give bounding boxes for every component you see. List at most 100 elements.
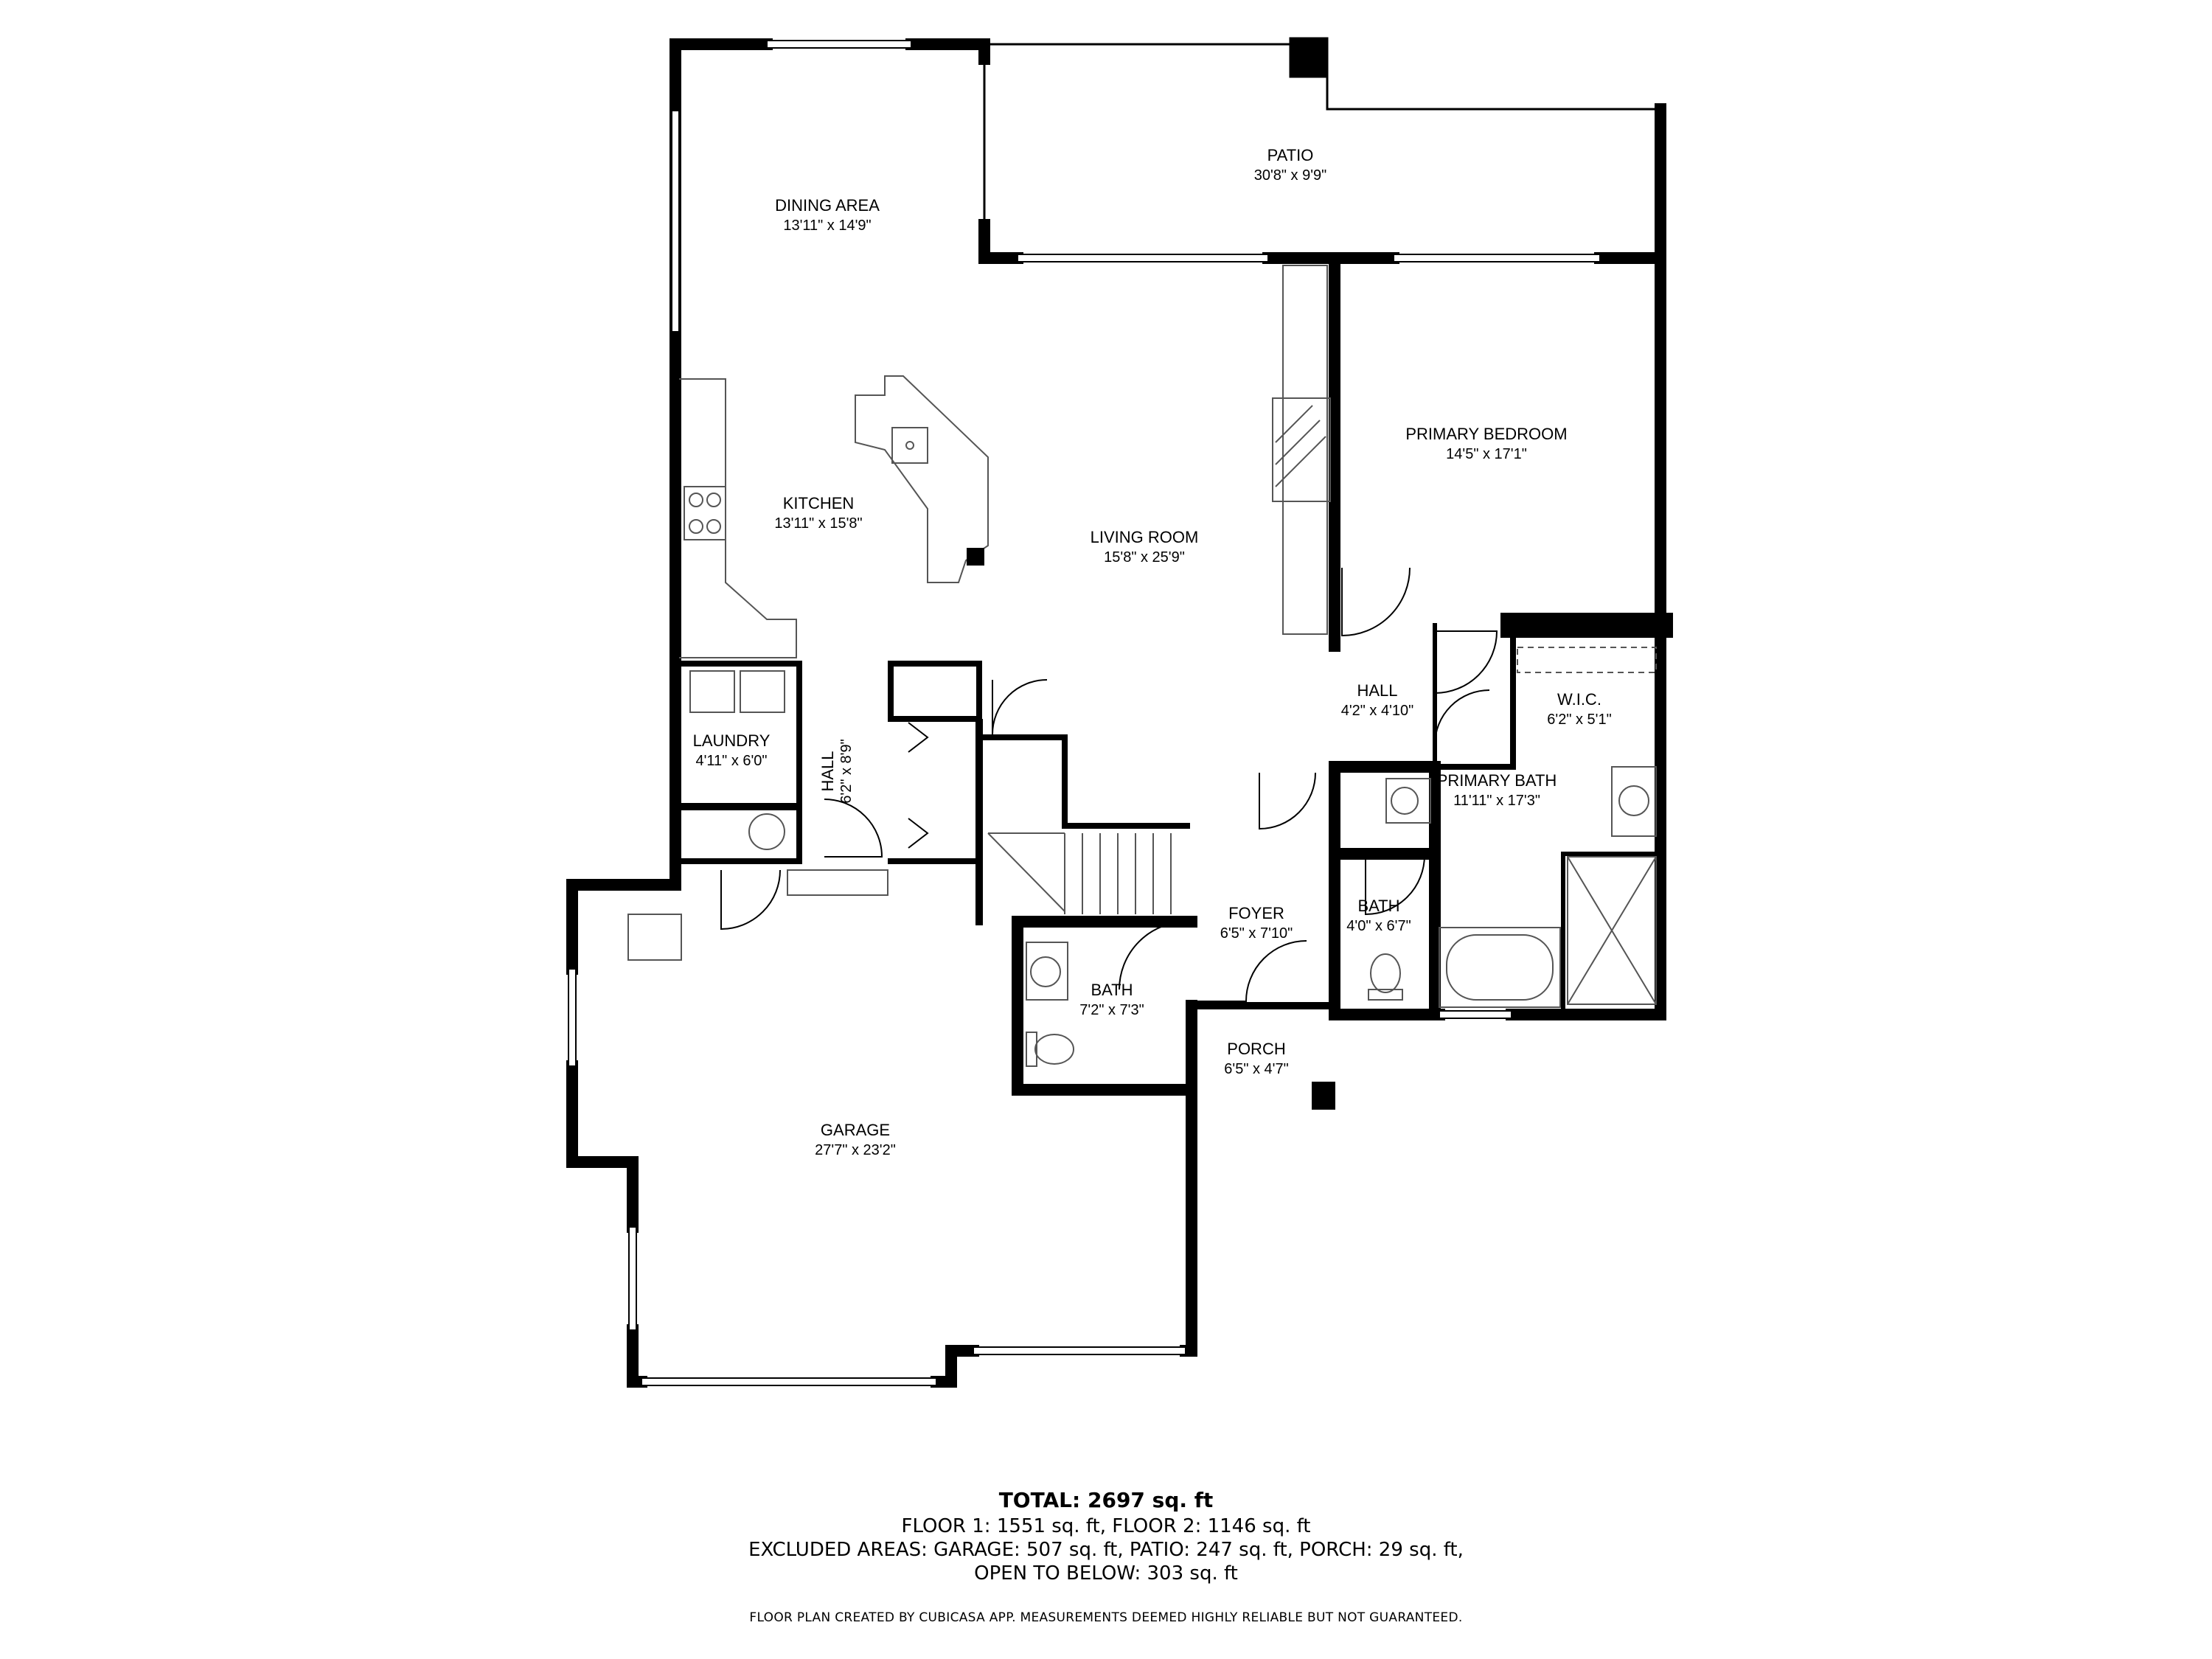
room-dim-garage: 27'7" x 23'2" [815,1142,896,1158]
window [1393,254,1601,262]
room-name-porch: PORCH [1227,1040,1285,1058]
room-dim-porch: 6'5" x 4'7" [1224,1061,1288,1077]
room-dim-bath-mid: 7'2" x 7'3" [1079,1002,1144,1018]
disclaimer: FLOOR PLAN CREATED BY CUBICASA APP. MEAS… [749,1610,1463,1625]
window [766,40,912,49]
room-name-kitchen: KITCHEN [783,494,855,512]
washer [689,670,735,713]
hatch [1275,405,1313,443]
vanity [1026,942,1068,1001]
room-dim-primary-bath: 11'11" x 17'3" [1453,793,1540,809]
room-dim-dining: 13'11" x 14'9" [783,218,871,234]
room-name-hall-lower: HALL [818,751,837,791]
room-dim-hall-lower: 6'2" x 8'9" [838,739,855,803]
sink [1391,787,1419,815]
door-swing[interactable] [1119,921,1188,990]
island-post [967,548,984,566]
room-dim-wic: 6'2" x 5'1" [1547,712,1611,728]
open-to-below: OPEN TO BELOW: 303 sq. ft [974,1562,1238,1585]
room-dim-primary-bedroom: 14'5" x 17'1" [1446,446,1527,462]
stairs [987,832,1172,914]
excluded-areas: EXCLUDED AREAS: GARAGE: 507 sq. ft, PATI… [748,1539,1464,1561]
window [1017,254,1269,262]
window [628,1226,637,1331]
burner [689,519,703,534]
door-swing[interactable] [824,799,883,858]
floor-areas: FLOOR 1: 1551 sq. ft, FLOOR 2: 1146 sq. … [901,1515,1311,1537]
windows [568,40,1601,1386]
room-name-bath-mid: BATH [1091,981,1133,999]
kitchen-counter [679,378,797,658]
sink [1030,956,1061,987]
hatch [1275,420,1321,465]
tub-basin [1446,934,1554,1001]
room-name-living: LIVING ROOM [1091,528,1199,546]
wic-shelf [1517,647,1657,673]
room-labels: PATIO 30'8" x 9'9" DINING AREA 13'11" x … [693,146,1612,1158]
door-swing[interactable] [1259,772,1316,830]
door-swing[interactable] [1341,567,1411,637]
patio-outline [983,37,1660,225]
burner [706,493,721,507]
room-dim-foyer: 6'5" x 7'10" [1220,925,1293,942]
column [1312,1082,1335,1110]
fireplace [1272,397,1331,502]
door-swing[interactable] [992,679,1048,735]
window [973,1346,1186,1355]
door-swing[interactable] [1434,689,1490,745]
room-name-primary-bedroom: PRIMARY BEDROOM [1405,425,1567,443]
door-bifold[interactable] [908,818,929,849]
door-swing[interactable] [1186,940,1307,1002]
room-name-garage: GARAGE [821,1121,890,1139]
bathtub [1439,927,1561,1008]
garage-unit [627,914,682,961]
vanity [1385,778,1431,824]
room-dim-living: 15'8" x 25'9" [1104,549,1185,566]
doors[interactable] [720,567,1498,1002]
cooktop [684,486,726,540]
water-heater [748,813,785,850]
window [568,968,577,1067]
patio-post [1289,37,1329,78]
garage-step [787,869,888,896]
door-swing[interactable] [720,869,781,931]
window [641,1377,937,1386]
room-name-dining: DINING AREA [775,196,880,215]
room-name-patio: PATIO [1267,146,1314,164]
room-name-bath-small: BATH [1357,897,1399,915]
toilet-bowl [1034,1034,1074,1065]
toilet-tank [1368,989,1403,1001]
kitchen-island [855,375,989,583]
window [1439,1010,1512,1019]
total-area: TOTAL: 2697 sq. ft [998,1488,1214,1512]
room-name-primary-bath: PRIMARY BATH [1437,771,1557,790]
door-bifold[interactable] [908,722,929,753]
room-name-wic: W.I.C. [1557,690,1601,709]
fixtures [627,265,1657,1110]
door-swing[interactable] [1434,630,1498,694]
window [671,110,680,333]
toilet-bowl [1370,953,1401,993]
stair-landing [987,832,1065,912]
room-name-laundry: LAUNDRY [693,731,771,750]
sink-drain [905,441,914,450]
shower-x [1567,856,1657,1005]
sink [1618,785,1649,816]
room-name-foyer: FOYER [1228,904,1284,922]
room-dim-bath-small: 4'0" x 6'7" [1346,918,1411,934]
room-dim-patio: 30'8" x 9'9" [1254,167,1327,184]
burner [689,493,703,507]
dryer [740,670,785,713]
room-name-hall-upper: HALL [1357,681,1397,700]
door-swing[interactable] [1365,855,1425,916]
walls [566,38,1673,1388]
hatch [1275,436,1326,487]
burner [706,519,721,534]
fireplace-surround [1282,265,1328,635]
room-dim-laundry: 4'11" x 6'0" [695,753,767,769]
kitchen-sink [891,427,928,464]
vanity [1611,766,1657,837]
room-dim-kitchen: 13'11" x 15'8" [774,515,862,532]
room-dim-hall-upper: 4'2" x 4'10" [1341,703,1414,719]
